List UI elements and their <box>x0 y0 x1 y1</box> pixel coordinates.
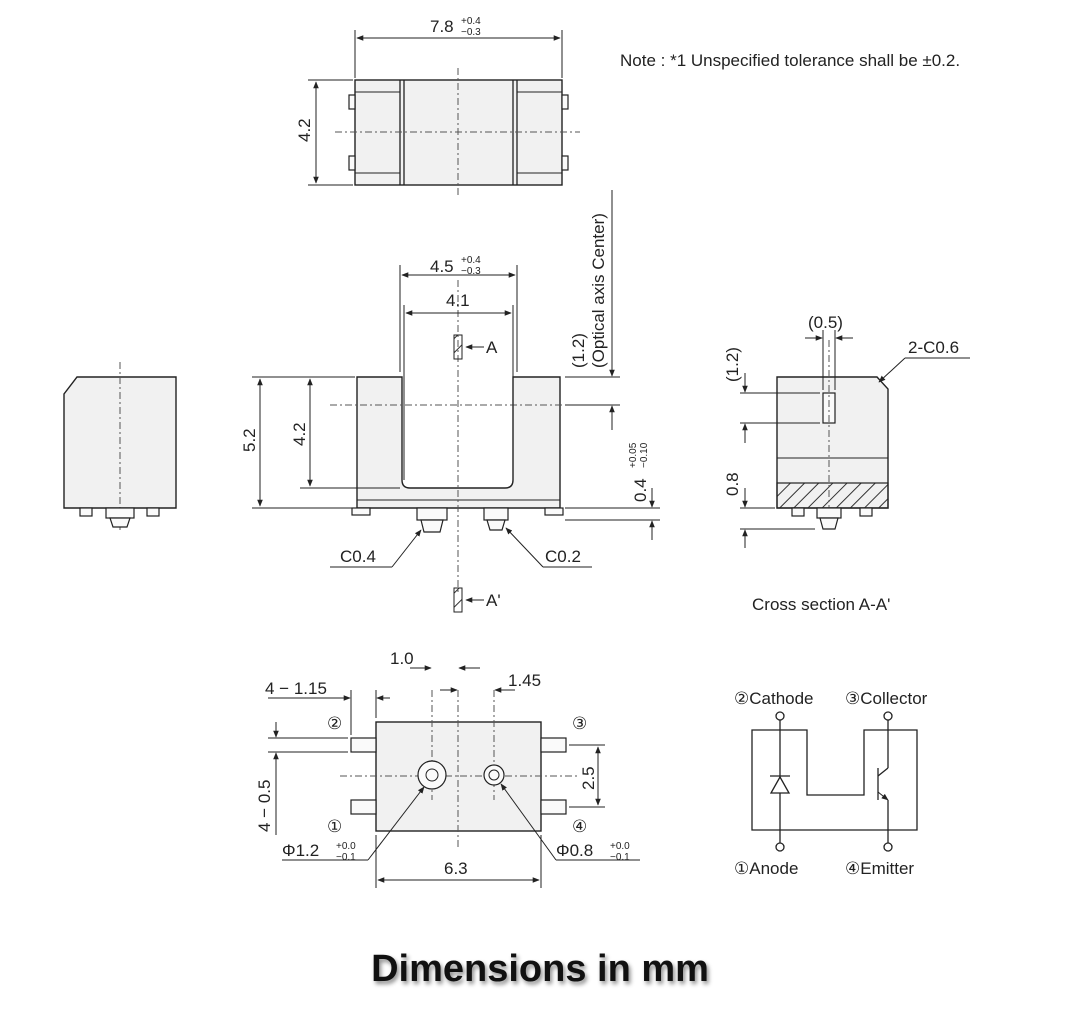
svg-text:−0.10: −0.10 <box>639 442 650 468</box>
optical-window <box>822 392 836 424</box>
cross-section-view: (0.5) 2-C0.6 (1.2) 0.8 Cross section A-A… <box>723 313 970 614</box>
hatched-base <box>776 482 889 509</box>
slot-inner-dim: 4.1 <box>446 291 470 310</box>
window-offset-dim: (1.2) <box>723 347 742 382</box>
pad-width-dim: 4 − 1.15 <box>265 679 327 698</box>
pin-anode-label: ①Anode <box>734 859 798 878</box>
svg-text:+0.4: +0.4 <box>461 255 481 266</box>
pin-cathode-label: ②Cathode <box>734 689 814 708</box>
tolerance-note: Note : *1 Unspecified tolerance shall be… <box>620 51 960 70</box>
svg-text:−0.1: −0.1 <box>610 852 630 863</box>
pad-span-dim: 6.3 <box>444 859 468 878</box>
pad-2 <box>350 737 377 753</box>
optical-axis-label: (Optical axis Center) <box>589 213 608 368</box>
drawing-caption: Dimensions in mm <box>371 948 709 990</box>
chamfer-left: C0.4 <box>340 547 376 566</box>
pin-2-number: ② <box>327 714 342 733</box>
svg-text:−0.3: −0.3 <box>461 27 481 38</box>
side-view <box>63 362 177 530</box>
circuit-schematic: ②Cathode ③Collector ①Anode ④Emitter <box>734 689 928 878</box>
pin-1-number: ① <box>327 817 342 836</box>
hole-large-dim: Φ1.2 <box>282 841 319 860</box>
top-height-dim: 4.2 <box>295 118 314 142</box>
pin-3-number: ③ <box>572 714 587 733</box>
svg-text:+0.05: +0.05 <box>628 442 639 468</box>
hole-small <box>483 764 505 786</box>
chamfer-right: C0.2 <box>545 547 581 566</box>
pad-pitch-dim: 4 − 0.5 <box>255 780 274 832</box>
pad-3 <box>540 737 567 753</box>
base-thickness-dim: 0.8 <box>723 472 742 496</box>
slot-depth-dim: 4.2 <box>290 422 309 446</box>
pin-4-number: ④ <box>572 817 587 836</box>
pad-spacing-dim: 2.5 <box>579 766 598 790</box>
total-height-dim: 5.2 <box>240 428 259 452</box>
hole-small-dim: Φ0.8 <box>556 841 593 860</box>
hole-large <box>417 760 447 790</box>
cross-section-caption: Cross section A-A' <box>752 595 890 614</box>
bottom-view: 1.0 1.45 4 − 1.15 4 − 0.5 2.5 6.3 ② ① ③ … <box>255 649 640 888</box>
top-view: 7.8 +0.4 −0.3 4.2 <box>295 16 580 198</box>
led-diode-icon <box>769 750 791 810</box>
svg-text:−0.3: −0.3 <box>461 266 481 277</box>
svg-text:−0.1: −0.1 <box>336 852 356 863</box>
hole-offset-right: 1.45 <box>508 671 541 690</box>
base-height-dim: 0.4 <box>631 478 650 502</box>
optical-axis-offset: (1.2) <box>569 333 588 368</box>
front-view: A A' 4.5 +0.4 −0.3 4.1 5.2 4.2 (1.2) (Op… <box>240 190 660 613</box>
section-mark-a: A <box>486 338 498 357</box>
phototransistor-icon <box>877 767 889 801</box>
slot-outer-dim: 4.5 <box>430 257 454 276</box>
hole-offset-left: 1.0 <box>390 649 414 668</box>
svg-text:+0.4: +0.4 <box>461 16 481 27</box>
pin-emitter-label: ④Emitter <box>845 859 914 878</box>
pad-4 <box>540 799 567 815</box>
pin-collector-label: ③Collector <box>845 689 928 708</box>
window-width-dim: (0.5) <box>808 313 843 332</box>
pad-1 <box>350 799 377 815</box>
circuit-outline <box>751 729 918 831</box>
section-mark-a-prime: A' <box>486 591 501 610</box>
chamfer-spec: 2-C0.6 <box>908 338 959 357</box>
svg-text:+0.0: +0.0 <box>336 841 356 852</box>
svg-text:+0.0: +0.0 <box>610 841 630 852</box>
top-width-dim: 7.8 <box>430 17 454 36</box>
